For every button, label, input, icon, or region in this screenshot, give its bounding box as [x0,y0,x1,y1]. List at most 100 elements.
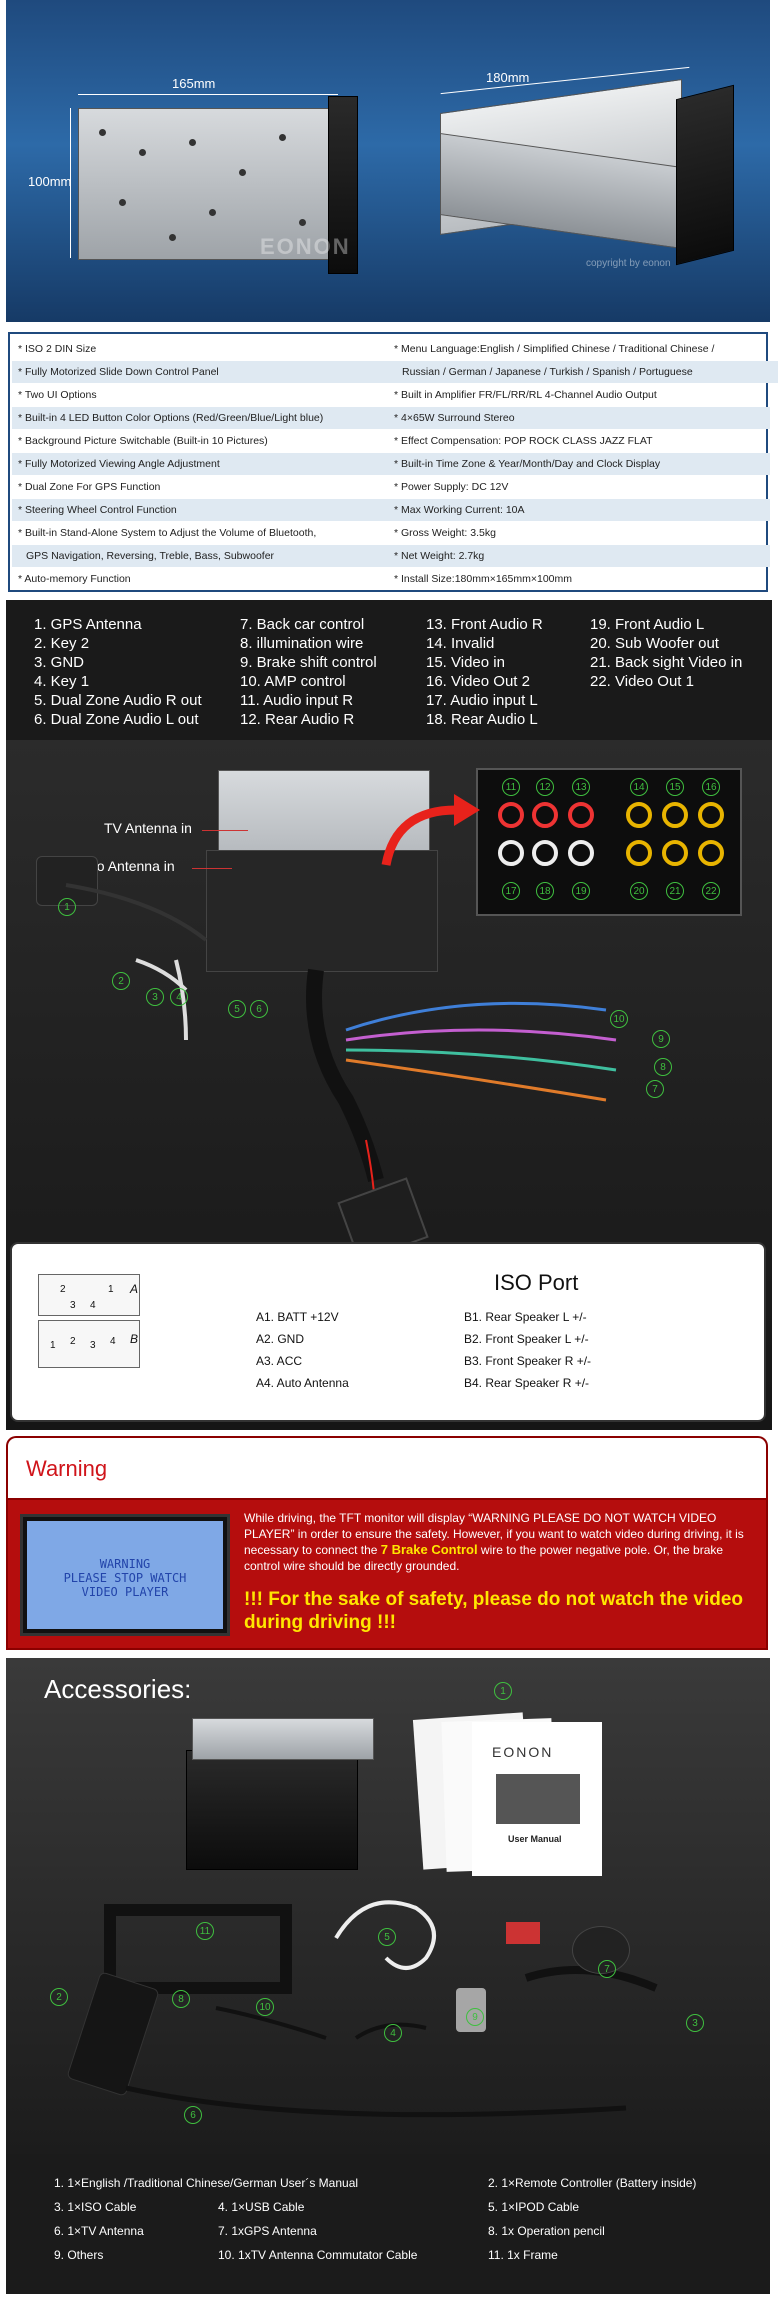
screen-line-2: PLEASE STOP WATCH [63,1571,187,1585]
accessory-callout: 3 [686,2014,704,2032]
wiring-callout: 3 [146,988,164,1006]
spec-right-row: Russian / German / Japanese / Turkish / … [388,361,778,383]
width-dimension: 165mm [172,76,216,91]
accessory-list-item: 8. 1x Operation pencil [488,2224,605,2238]
rca-number-top: 15 [666,778,684,796]
accessory-list-item: 9. Others [54,2248,104,2262]
wiring-callout: 8 [654,1058,672,1076]
wiring-callout: 1 [58,898,76,916]
spec-left-row: * Built-in 4 LED Button Color Options (R… [12,407,392,429]
iso-connector-b-pin: 2 [70,1336,76,1347]
spec-right-row: * Net Weight: 2.7kg [388,545,770,567]
rca-jack-top [662,802,688,828]
rca-jack-top [626,802,652,828]
screen-line-3: VIDEO PLAYER [81,1585,169,1599]
rca-jack-bottom [568,840,594,866]
pin-item: 9. Brake shift control [240,654,377,671]
wiring-callout: 9 [652,1030,670,1048]
spec-right-row: * 4×65W Surround Stereo [388,407,770,429]
manual-brand: EONON [492,1744,554,1760]
spec-left-row: * Fully Motorized Viewing Angle Adjustme… [12,453,392,475]
rca-number-top: 16 [702,778,720,796]
spec-right-row: * Max Working Current: 10A [388,499,770,521]
rca-number-bottom: 19 [572,882,590,900]
spec-right-row: * Install Size:180mm×165mm×100mm [394,573,572,585]
wiring-callout: 2 [112,972,130,990]
pin-item: 4. Key 1 [34,673,90,690]
height-dimension: 100mm [28,174,72,189]
rca-number-top: 14 [630,778,648,796]
iso-connector-a-pin: 1 [108,1284,114,1295]
accessory-list-item: 10. 1xTV Antenna Commutator Cable [218,2248,418,2262]
accessory-callout: 6 [184,2106,202,2124]
iso-a-pin: A1. BATT +12V [256,1310,339,1324]
iso-connector-a-pin: 4 [90,1300,96,1311]
accessory-callout: 1 [494,1682,512,1700]
iso-b-pin: B4. Rear Speaker R +/- [464,1376,590,1390]
pin-item: 10. AMP control [240,673,346,690]
warning-text-highlight: 7 Brake Control [380,1542,478,1557]
head-unit-front-panel [328,96,358,274]
pin-item: 12. Rear Audio R [240,711,355,728]
rca-jack-bottom [662,840,688,866]
warning-text-part1: While driving, the TFT monitor will disp… [244,1511,744,1557]
pin-item: 5. Dual Zone Audio R out [34,692,202,709]
tv-antenna-label: TV Antenna in [104,820,192,836]
rca-number-top: 11 [502,778,520,796]
accessory-callout: 9 [466,2008,484,2026]
iso-connector-b-label: B [130,1332,139,1346]
accessory-callout: 5 [378,1928,396,1946]
rca-number-bottom: 18 [536,882,554,900]
specs-table: * ISO 2 DIN Size* Fully Motorized Slide … [8,332,778,592]
manual-title: User Manual [508,1834,562,1844]
wiring-callout: 4 [170,988,188,1006]
pin-item: 21. Back sight Video in [590,654,743,671]
brand-watermark: EONON [260,234,351,259]
rca-jack-bottom [698,840,724,866]
spec-right-row: * Effect Compensation: POP ROCK CLASS JA… [394,435,653,447]
spec-left-row: * Built-in Stand-Alone System to Adjust … [18,527,317,539]
pin-item: 3. GND [34,654,85,671]
rca-number-bottom: 20 [630,882,648,900]
accessories-title: Accessories: [44,1674,192,1704]
iso-connector-a-pin: 2 [60,1284,66,1295]
spec-left-row: GPS Navigation, Reversing, Treble, Bass,… [12,545,400,567]
accessory-callout: 11 [196,1922,214,1940]
rca-number-bottom: 17 [502,882,520,900]
rca-number-bottom: 21 [666,882,684,900]
head-unit-screen [676,84,734,266]
pin-list: 1. GPS Antenna 2. Key 2 3. GND 4. Key 1 5. D… [6,600,772,740]
accessory-callout: 10 [256,1998,274,2016]
wiring-callout: 6 [250,1000,268,1018]
iso-connector-b-pin: 4 [110,1336,116,1347]
warning-header: Warning [6,1436,768,1498]
pin-item: 1. GPS Antenna [34,616,142,633]
accessory-callout: 7 [598,1960,616,1978]
rca-jack-top [498,802,524,828]
pin-item: 14. Invalid [426,635,495,652]
pin-item: 2. Key 2 [34,635,90,652]
rca-jack-top [568,802,594,828]
wiring-callout: 7 [646,1080,664,1098]
accessory-callout: 2 [50,1988,68,2006]
spec-left-row: * Background Picture Switchable (Built-i… [18,435,268,447]
accessory-list-item: 3. 1×ISO Cable [54,2200,137,2214]
wiring-callout: 5 [228,1000,246,1018]
spec-right-row: * Gross Weight: 3.5kg [394,527,496,539]
iso-connector-b-pin: 3 [90,1340,96,1351]
harness-cables [65,883,617,1311]
rca-jack-bottom [626,840,652,866]
spec-left-row: * ISO 2 DIN Size [18,343,97,355]
pin-item: 6. Dual Zone Audio L out [34,711,199,728]
iso-connector-b-pin: 1 [50,1340,56,1351]
accessory-list-item: 11. 1x Frame [488,2248,558,2262]
warning-screen: WARNING PLEASE STOP WATCH VIDEO PLAYER [27,1521,223,1629]
pin-item: 13. Front Audio R [426,616,543,633]
warning-body: WARNING PLEASE STOP WATCH VIDEO PLAYER W… [6,1498,768,1650]
accessory-list-item: 2. 1×Remote Controller (Battery inside) [488,2176,697,2190]
iso-connector-a [38,1274,140,1316]
accessory-callout: 4 [384,2024,402,2042]
wiring-panel: 1. GPS Antenna 2. Key 2 3. GND 4. Key 1 5. D… [6,600,772,1430]
pin-item: 15. Video in [426,654,505,671]
